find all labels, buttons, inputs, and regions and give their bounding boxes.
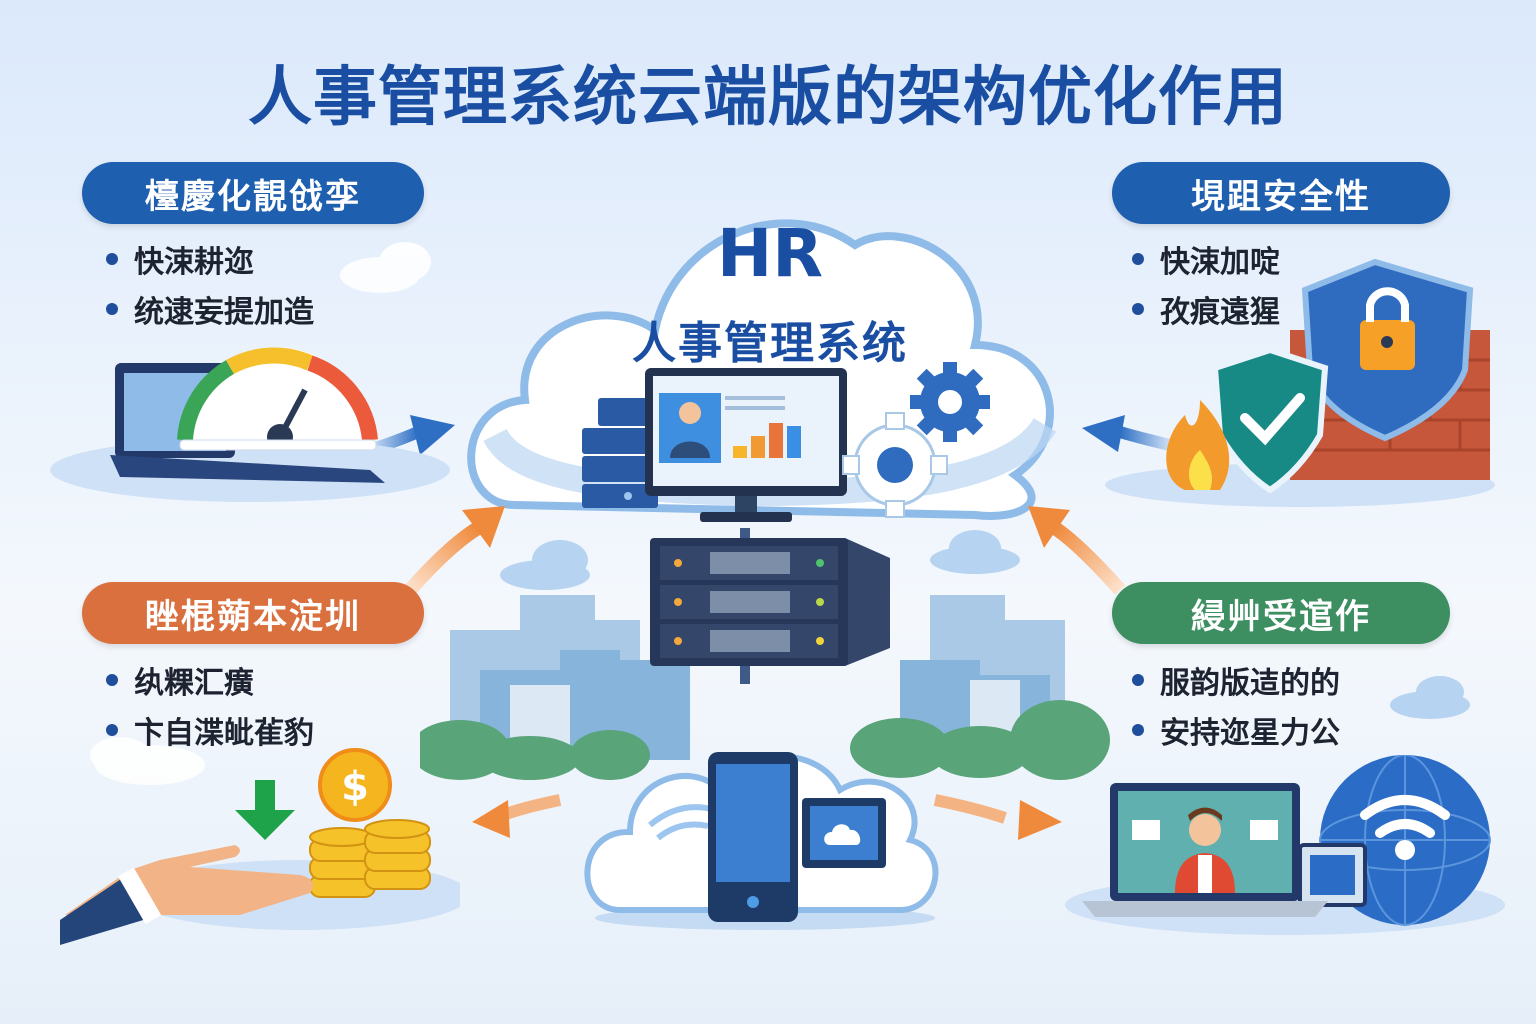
bullet-dot-icon — [1132, 724, 1144, 736]
bullet-item: 安持迩星力公 — [1132, 705, 1340, 755]
hr-heading: HR — [716, 215, 824, 292]
cost-saving-coins-icon: $ — [60, 748, 460, 945]
security-shield-firewall-icon — [1105, 258, 1495, 507]
bullet-item: 孜痕遠猩 — [1132, 284, 1280, 334]
remote-work-globe-icon — [1065, 755, 1505, 935]
bullet-item: 统逮妄提加造 — [106, 284, 314, 334]
bullet-item: 卞自渫皉雈豹 — [106, 705, 314, 755]
server-stack-icon — [582, 398, 658, 508]
gears-icon — [842, 362, 990, 518]
bullet-dot-icon — [1132, 253, 1144, 265]
bullet-dot-icon — [106, 674, 118, 686]
hr-subheading: 人事管理系统 — [632, 318, 908, 369]
bullet-item: 快涑耕迩 — [106, 234, 314, 284]
svg-text:$: $ — [341, 764, 369, 810]
panel-bottom-left-bullets: 纨粿汇癀 卞自渫皉雈豹 — [106, 655, 314, 755]
panel-top-right-badge: 垷跙安全性 — [1112, 162, 1450, 224]
bullet-dot-icon — [106, 303, 118, 315]
panel-top-left-bullets: 快涑耕迩 统逮妄提加造 — [106, 234, 314, 334]
bullet-dot-icon — [106, 253, 118, 265]
bullet-dot-icon — [106, 724, 118, 736]
panel-bottom-right-bullets: 服韵版迼的的 安持迩星力公 — [1132, 655, 1340, 755]
panel-bottom-right-badge: 綅艸受逭作 — [1112, 582, 1450, 644]
bullet-item: 服韵版迼的的 — [1132, 655, 1340, 705]
bullet-item: 纨粿汇癀 — [106, 655, 314, 705]
city-skyline-icon — [420, 595, 1110, 780]
panel-top-left-badge: 檯慶化靚戗孪 — [82, 162, 424, 224]
panel-bottom-left-badge: 睉棍蒴本淀圳 — [82, 582, 424, 644]
bullet-dot-icon — [1132, 674, 1144, 686]
panel-top-right-bullets: 快涑加啶 孜痕遠猩 — [1132, 234, 1280, 334]
monitor-dashboard-icon — [645, 368, 847, 522]
page-title: 人事管理系统云端版的架构优化作用 — [248, 61, 1288, 135]
bullet-dot-icon — [1132, 303, 1144, 315]
bullet-item: 快涑加啶 — [1132, 234, 1280, 284]
speedometer-laptop-icon — [50, 347, 450, 502]
mobile-cloud-icon — [584, 752, 939, 930]
server-rack-icon — [650, 528, 890, 684]
